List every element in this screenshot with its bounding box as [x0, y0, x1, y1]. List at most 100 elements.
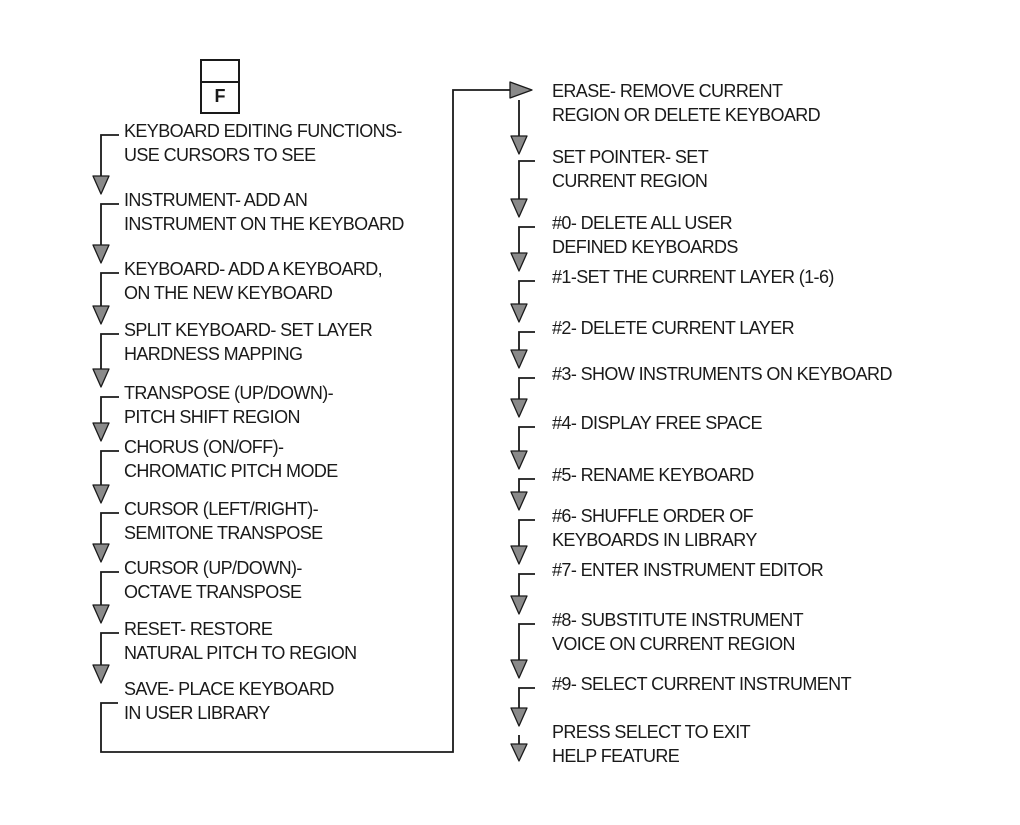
step-text-line: TRANSPOSE (UP/DOWN)-	[124, 383, 334, 403]
step-text-line: SEMITONE TRANSPOSE	[124, 523, 323, 543]
right-step-connector	[518, 687, 535, 710]
left-step-arrowhead	[92, 175, 110, 195]
step-text-line: INSTRUMENT ON THE KEYBOARD	[124, 214, 404, 234]
step-text-line: IN USER LIBRARY	[124, 703, 270, 723]
step-text-line: SPLIT KEYBOARD- SET LAYER	[124, 320, 373, 340]
step-text-line: CURSOR (LEFT/RIGHT)-	[124, 499, 319, 519]
step-text-line: RESET- RESTORE	[124, 619, 273, 639]
step-text-line: SET POINTER- SET	[552, 147, 709, 167]
left-step-arrowhead	[92, 604, 110, 624]
right-step-arrowhead	[510, 349, 528, 369]
right-step-connector	[518, 377, 535, 401]
right-step: #9- SELECT CURRENT INSTRUMENT	[552, 672, 852, 696]
right-step-connector	[518, 160, 535, 201]
left-step: SPLIT KEYBOARD- SET LAYER HARDNESS MAPPIN…	[124, 318, 373, 366]
right-step-arrowhead	[510, 595, 528, 615]
right-step: #0- DELETE ALL USER DEFINED KEYBOARDS	[552, 211, 738, 259]
left-step: KEYBOARD- ADD A KEYBOARD, ON THE NEW KEYB…	[124, 257, 383, 305]
step-text-line: CHORUS (ON/OFF)-	[124, 437, 284, 457]
step-text-line: #9- SELECT CURRENT INSTRUMENT	[552, 674, 852, 694]
left-step-arrowhead	[92, 664, 110, 684]
right-step: #7- ENTER INSTRUMENT EDITOR	[552, 558, 824, 582]
right-step-arrowhead	[510, 398, 528, 418]
right-step-arrowhead	[510, 198, 528, 218]
step-text-line: CURRENT REGION	[552, 171, 708, 191]
right-step-connector	[518, 331, 535, 352]
step-text-line: #5- RENAME KEYBOARD	[552, 465, 754, 485]
right-step-arrowhead	[510, 450, 528, 470]
right-step-arrowhead	[510, 135, 528, 155]
right-step-arrowhead	[510, 659, 528, 679]
left-step-arrowhead	[92, 368, 110, 388]
left-step-connector	[100, 134, 119, 178]
left-step-connector	[100, 512, 119, 546]
left-step: CURSOR (UP/DOWN)- OCTAVE TRANSPOSE	[124, 556, 302, 604]
left-step-arrowhead	[92, 305, 110, 325]
right-step-arrowhead	[510, 252, 528, 272]
right-step-connector	[518, 478, 535, 494]
right-step-connector	[518, 426, 535, 453]
step-text-line: USE CURSORS TO SEE	[124, 145, 316, 165]
step-text-line: OCTAVE TRANSPOSE	[124, 582, 302, 602]
right-step: ERASE- REMOVE CURRENT REGION OR DELETE KE…	[552, 79, 821, 127]
step-text-line: INSTRUMENT- ADD AN	[124, 190, 308, 210]
right-step-connector	[518, 519, 535, 548]
left-step: SAVE- PLACE KEYBOARD IN USER LIBRARY	[124, 677, 334, 725]
step-text-line: KEYBOARD EDITING FUNCTIONS-	[124, 121, 402, 141]
right-step: #2- DELETE CURRENT LAYER	[552, 316, 795, 340]
step-text-line: KEYBOARDS IN LIBRARY	[552, 530, 757, 550]
left-step: RESET- RESTORE NATURAL PITCH TO REGION	[124, 617, 357, 665]
left-step-arrowhead	[92, 484, 110, 504]
left-step: INSTRUMENT- ADD AN INSTRUMENT ON THE KEYB…	[124, 188, 404, 236]
key-cap-top	[202, 61, 238, 83]
loop-arrowhead	[509, 81, 533, 99]
right-step-connector	[518, 280, 535, 306]
step-text-line: ON THE NEW KEYBOARD	[124, 283, 333, 303]
right-step-connector	[518, 623, 535, 662]
key-label: F	[214, 86, 226, 106]
right-step: #4- DISPLAY FREE SPACE	[552, 411, 762, 435]
step-text-line: CURSOR (UP/DOWN)-	[124, 558, 302, 578]
left-step-connector	[100, 333, 119, 371]
right-step: #1-SET THE CURRENT LAYER (1-6)	[552, 265, 834, 289]
step-text-line: #1-SET THE CURRENT LAYER (1-6)	[552, 267, 834, 287]
right-step: SET POINTER- SET CURRENT REGION	[552, 145, 709, 193]
step-text-line: DEFINED KEYBOARDS	[552, 237, 738, 257]
step-text-line: PITCH SHIFT REGION	[124, 407, 300, 427]
left-step: KEYBOARD EDITING FUNCTIONS- USE CURSORS T…	[124, 119, 402, 167]
step-text-line: NATURAL PITCH TO REGION	[124, 643, 357, 663]
step-text-line: CHROMATIC PITCH MODE	[124, 461, 338, 481]
right-step: #6- SHUFFLE ORDER OF KEYBOARDS IN LIBRARY	[552, 504, 757, 552]
right-step: #5- RENAME KEYBOARD	[552, 463, 754, 487]
left-step-connector	[100, 396, 119, 425]
step-text-line: KEYBOARD- ADD A KEYBOARD,	[124, 259, 383, 279]
right-step-arrowhead	[510, 707, 528, 727]
right-step-arrowhead	[510, 491, 528, 511]
left-step-arrowhead	[92, 244, 110, 264]
left-step: CHORUS (ON/OFF)- CHROMATIC PITCH MODE	[124, 435, 338, 483]
loop-connector	[100, 89, 512, 753]
function-key-f: F	[200, 59, 240, 114]
step-text-line: #0- DELETE ALL USER	[552, 213, 733, 233]
right-step-connector	[518, 573, 535, 598]
step-text-line: #6- SHUFFLE ORDER OF	[552, 506, 754, 526]
step-text-line: SAVE- PLACE KEYBOARD	[124, 679, 334, 699]
right-step-connector	[518, 226, 535, 255]
step-text-line: ERASE- REMOVE CURRENT	[552, 81, 783, 101]
step-text-line: #2- DELETE CURRENT LAYER	[552, 318, 795, 338]
step-text-line: REGION OR DELETE KEYBOARD	[552, 105, 821, 125]
step-text-line: PRESS SELECT TO EXIT	[552, 722, 751, 742]
step-text-line: HARDNESS MAPPING	[124, 344, 303, 364]
left-step-connector	[100, 632, 119, 667]
left-step-connector	[100, 571, 119, 607]
left-step: CURSOR (LEFT/RIGHT)- SEMITONE TRANSPOSE	[124, 497, 323, 545]
right-step-arrowhead	[510, 545, 528, 565]
left-step-arrowhead	[92, 422, 110, 442]
left-step: TRANSPOSE (UP/DOWN)- PITCH SHIFT REGION	[124, 381, 334, 429]
step-text-line: #4- DISPLAY FREE SPACE	[552, 413, 762, 433]
step-text-line: VOICE ON CURRENT REGION	[552, 634, 796, 654]
right-step-arrowhead	[510, 303, 528, 323]
left-step-arrowhead	[92, 543, 110, 563]
